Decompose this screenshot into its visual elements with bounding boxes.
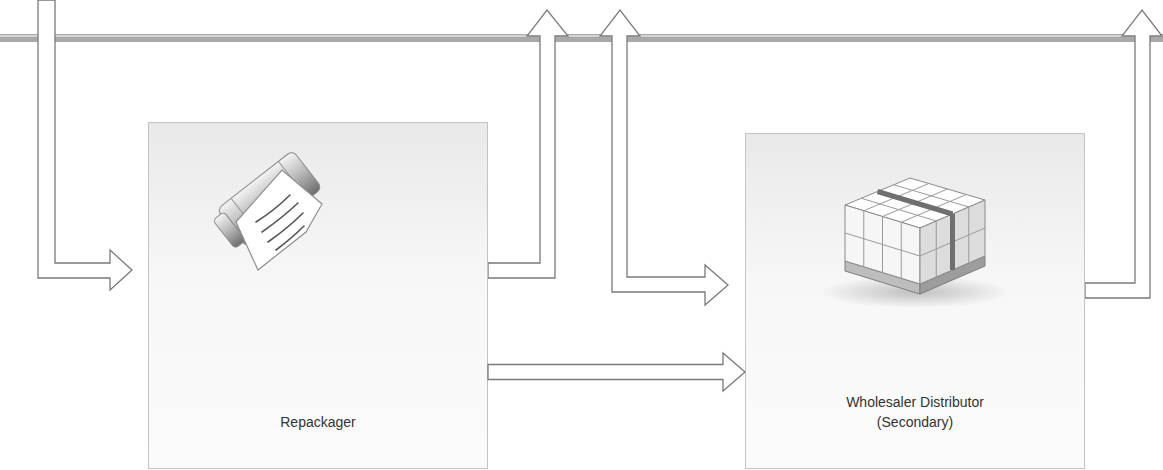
- box-label: Wholesaler Distributor (Secondary): [831, 392, 1000, 432]
- label-line: [256, 195, 290, 222]
- pallet-base: [920, 256, 985, 294]
- bottle-label: [236, 170, 322, 270]
- two-way-arrow: [600, 10, 728, 305]
- bottle-body: [217, 150, 322, 247]
- outflow-arrow: [1085, 10, 1162, 298]
- bottle-ridge: [278, 161, 308, 199]
- pallet-base: [845, 261, 920, 294]
- boundary-band: [0, 34, 1163, 42]
- inflow-arrow: [38, 0, 132, 290]
- pallet-shadow: [820, 276, 1010, 308]
- box-front: [845, 205, 920, 284]
- box-side: [920, 200, 985, 284]
- bottle-ridge: [231, 198, 261, 236]
- pallet-strap: [878, 192, 953, 271]
- flow-arrow: [488, 353, 745, 391]
- bottle-cap: [213, 212, 246, 249]
- label-line: [262, 203, 298, 232]
- box-top: [845, 178, 985, 228]
- bottle-icon: [209, 150, 322, 270]
- boundary-band-highlight: [0, 35, 1163, 37]
- outflow-arrow: [488, 10, 568, 278]
- process-box: Wholesaler Distributor (Secondary): [745, 133, 1085, 469]
- process-box: Repackager: [148, 122, 488, 469]
- box-label: Repackager: [280, 412, 356, 432]
- box-grid: [845, 184, 985, 279]
- label-line: [268, 213, 303, 242]
- edge-layer: [488, 353, 745, 391]
- label-line: [276, 226, 304, 250]
- pallet-icon: [820, 178, 1010, 308]
